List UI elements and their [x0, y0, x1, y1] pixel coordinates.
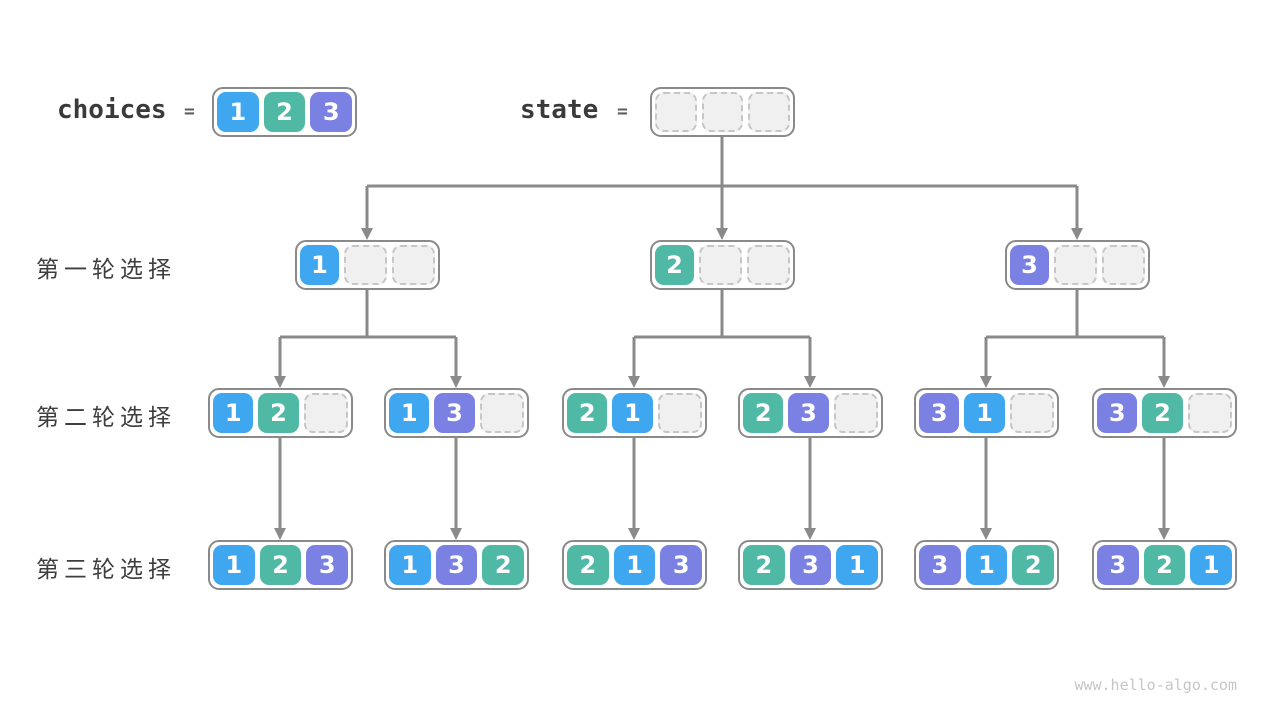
choices-array: 1 2 3	[212, 87, 357, 137]
cell	[392, 245, 435, 285]
cell: 2	[743, 545, 785, 585]
node-round2-23: 2 3	[738, 388, 883, 438]
cell: 3	[435, 545, 478, 585]
cell: 2	[655, 245, 694, 285]
choices-cell: 2	[263, 92, 306, 132]
cell: 2	[567, 393, 608, 433]
state-array	[650, 87, 795, 137]
node-round2-13: 1 3	[384, 388, 529, 438]
cell	[1187, 393, 1232, 433]
node-round2-32: 3 2	[1092, 388, 1237, 438]
node-round2-31: 3 1	[914, 388, 1059, 438]
choices-cell: 3	[310, 92, 353, 132]
cell: 2	[1012, 545, 1055, 585]
state-cell	[748, 92, 791, 132]
cell: 3	[919, 545, 961, 585]
cell: 1	[213, 545, 255, 585]
cell	[1054, 245, 1097, 285]
cell	[303, 393, 348, 433]
cell: 1	[389, 545, 431, 585]
node-round1-1: 1	[295, 240, 440, 290]
cell: 3	[1010, 245, 1049, 285]
cell: 3	[1097, 545, 1139, 585]
cell: 2	[258, 393, 299, 433]
watermark: www.hello-algo.com	[1074, 676, 1237, 694]
node-round1-2: 2	[650, 240, 795, 290]
cell: 3	[660, 545, 703, 585]
cell: 3	[306, 545, 349, 585]
round1-label: 第一轮选择	[36, 256, 176, 282]
cell: 1	[213, 393, 254, 433]
cell	[833, 393, 878, 433]
node-round3-132: 1 3 2	[384, 540, 529, 590]
cell	[657, 393, 702, 433]
cell: 3	[788, 393, 829, 433]
state-equals-sign: =	[617, 101, 628, 122]
cell: 1	[389, 393, 430, 433]
cell: 1	[613, 545, 656, 585]
cell	[479, 393, 524, 433]
cell: 2	[482, 545, 525, 585]
cell	[344, 245, 387, 285]
cell: 3	[434, 393, 475, 433]
node-round3-231: 2 3 1	[738, 540, 883, 590]
cell: 3	[1097, 393, 1138, 433]
cell: 2	[743, 393, 784, 433]
cell: 1	[836, 545, 879, 585]
cell: 1	[964, 393, 1005, 433]
round2-label: 第二轮选择	[36, 404, 176, 430]
node-round3-213: 2 1 3	[562, 540, 707, 590]
choices-cell: 1	[217, 92, 259, 132]
node-round3-123: 1 2 3	[208, 540, 353, 590]
cell: 3	[919, 393, 960, 433]
choices-label: choices	[57, 95, 167, 125]
cell: 1	[965, 545, 1008, 585]
cell: 2	[1143, 545, 1186, 585]
state-label: state	[520, 95, 599, 125]
state-cell	[655, 92, 697, 132]
cell	[747, 245, 790, 285]
cell: 2	[1142, 393, 1183, 433]
cell	[1102, 245, 1145, 285]
choices-equals-sign: =	[184, 101, 195, 122]
cell: 1	[300, 245, 339, 285]
cell: 2	[259, 545, 302, 585]
round3-label: 第三轮选择	[36, 556, 176, 582]
cell	[699, 245, 742, 285]
cell: 2	[567, 545, 609, 585]
cell: 3	[789, 545, 832, 585]
node-round3-312: 3 1 2	[914, 540, 1059, 590]
node-round2-21: 2 1	[562, 388, 707, 438]
node-round2-12: 1 2	[208, 388, 353, 438]
node-round1-3: 3	[1005, 240, 1150, 290]
cell	[1009, 393, 1054, 433]
node-round3-321: 3 2 1	[1092, 540, 1237, 590]
state-cell	[701, 92, 744, 132]
cell: 1	[1190, 545, 1233, 585]
cell: 1	[612, 393, 653, 433]
